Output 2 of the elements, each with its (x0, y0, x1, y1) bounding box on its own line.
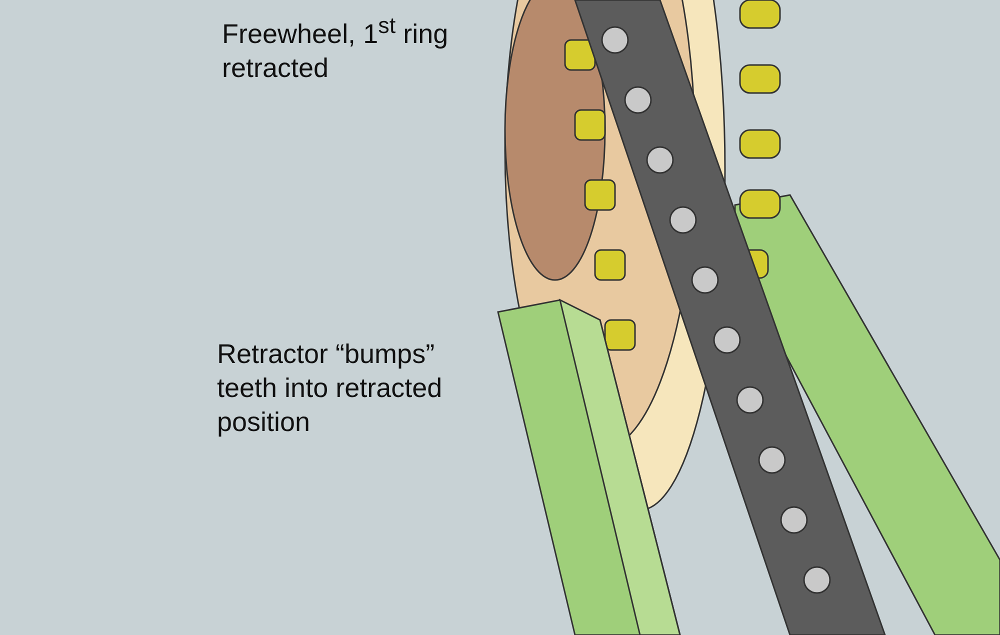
callout-text: Freewheel, 1$^{st}$ ring retracted (222, 12, 450, 85)
callout-text: Retractor “bumps” teeth into retracted position (217, 338, 444, 439)
